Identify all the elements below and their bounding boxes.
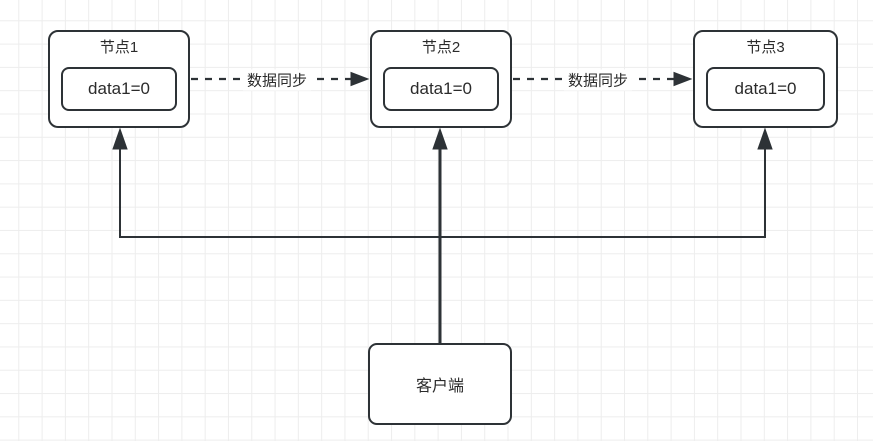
node-3: 节点3 data1=0 xyxy=(693,30,838,128)
node-3-title: 节点3 xyxy=(746,39,785,56)
node-2: 节点2 data1=0 xyxy=(370,30,512,128)
node-2-title: 节点2 xyxy=(421,39,461,56)
node-3-data-box: data1=0 xyxy=(706,67,825,111)
sync-arrow-node1-node2 xyxy=(191,71,370,87)
sync-arrow-node2-node3 xyxy=(513,71,693,87)
client-label: 客户端 xyxy=(415,378,464,395)
node-1-data-box: data1=0 xyxy=(61,67,177,111)
client-to-node1-arrow xyxy=(112,127,128,238)
client-to-node3-arrow xyxy=(757,127,773,238)
client-to-node2-arrow xyxy=(432,127,448,344)
node-2-data-box: data1=0 xyxy=(383,67,499,111)
client-box: 客户端 xyxy=(368,343,512,425)
node-1: 节点1 data1=0 xyxy=(48,30,190,128)
node-1-title: 节点1 xyxy=(99,39,139,56)
sync-label-1: 数据同步 xyxy=(242,69,312,91)
sync-label-2: 数据同步 xyxy=(563,69,633,91)
